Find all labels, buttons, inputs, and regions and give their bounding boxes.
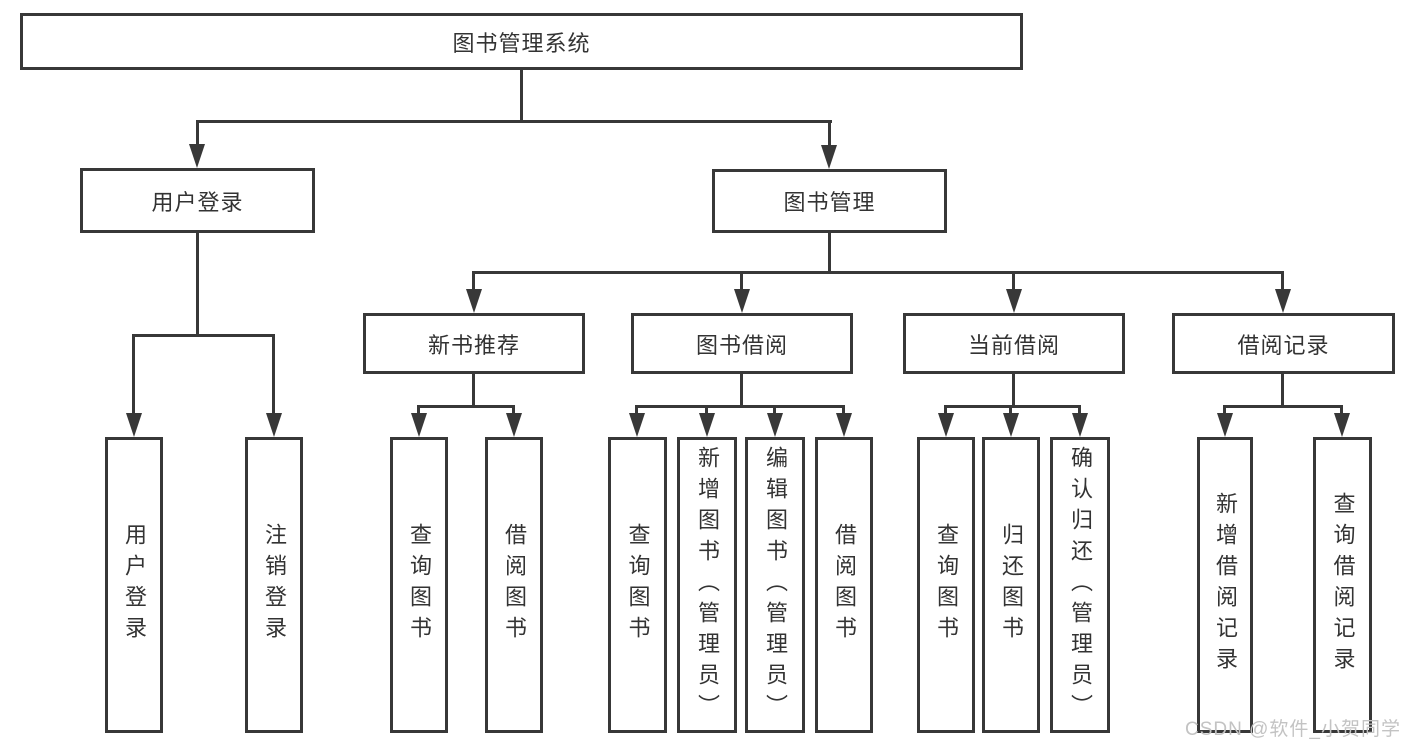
- leaf-user-login-label: 用户登录: [122, 523, 147, 647]
- connector-line: [828, 120, 831, 148]
- leaf-return-books: 归还图书: [982, 437, 1040, 733]
- connector-line: [1281, 374, 1284, 407]
- connector-line: [1223, 405, 1343, 408]
- leaf-return-books-label: 归还图书: [999, 523, 1024, 647]
- arrowhead-icon: [1006, 289, 1022, 313]
- connector-line: [472, 271, 1284, 274]
- arrowhead-icon: [466, 289, 482, 313]
- node-borrowing-records: 借阅记录: [1172, 313, 1395, 374]
- arrowhead-icon: [1334, 413, 1350, 437]
- connector-line: [944, 405, 1081, 408]
- arrowhead-icon: [1003, 413, 1019, 437]
- node-library-system-label: 图书管理系统: [452, 30, 591, 56]
- leaf-add-borrow-record: 新增借阅记录: [1197, 437, 1253, 733]
- leaf-query-books-recommend: 查询图书: [390, 437, 448, 733]
- arrowhead-icon: [836, 413, 852, 437]
- leaf-add-books-admin-label: 新增图书（管理员）: [695, 445, 720, 725]
- leaf-borrow-books: 借阅图书: [815, 437, 873, 733]
- leaf-user-login: 用户登录: [105, 437, 163, 733]
- leaf-query-books-borrow-label: 查询图书: [625, 523, 651, 647]
- connector-line: [635, 405, 845, 408]
- leaf-borrow-books-label: 借阅图书: [832, 523, 857, 647]
- connector-line: [417, 405, 515, 408]
- connector-line: [472, 271, 475, 291]
- leaf-add-books-admin: 新增图书（管理员）: [677, 437, 737, 733]
- node-user-login-label: 用户登录: [151, 189, 244, 215]
- node-book-borrowing-label: 图书借阅: [695, 332, 788, 358]
- arrowhead-icon: [266, 413, 282, 437]
- connector-line: [1340, 405, 1343, 417]
- node-library-system: 图书管理系统: [20, 13, 1023, 70]
- node-current-borrowing: 当前借阅: [903, 313, 1125, 374]
- leaf-query-books-borrow: 查询图书: [608, 437, 667, 733]
- arrowhead-icon: [506, 413, 522, 437]
- node-user-login: 用户登录: [80, 168, 315, 233]
- connector-line: [944, 405, 947, 417]
- connector-line: [512, 405, 515, 417]
- connector-line: [520, 70, 523, 120]
- node-book-management: 图书管理: [712, 169, 947, 233]
- connector-line: [132, 334, 275, 337]
- node-new-book-recommend-label: 新书推荐: [427, 332, 520, 358]
- arrowhead-icon: [821, 145, 837, 169]
- leaf-logout: 注销登录: [245, 437, 303, 733]
- connector-line: [828, 233, 831, 273]
- node-current-borrowing-label: 当前借阅: [967, 332, 1060, 358]
- connector-line: [196, 120, 832, 123]
- leaf-logout-label: 注销登录: [262, 523, 287, 647]
- arrowhead-icon: [734, 289, 750, 313]
- arrowhead-icon: [189, 144, 205, 168]
- connector-line: [1281, 271, 1284, 291]
- connector-line: [635, 405, 638, 417]
- leaf-confirm-return-admin-label: 确认归还（管理员）: [1068, 445, 1093, 725]
- node-new-book-recommend: 新书推荐: [363, 313, 585, 374]
- arrowhead-icon: [411, 413, 427, 437]
- connector-line: [472, 374, 475, 407]
- connector-line: [196, 233, 199, 336]
- arrowhead-icon: [767, 413, 783, 437]
- leaf-query-books-recommend-label: 查询图书: [407, 523, 432, 647]
- arrowhead-icon: [126, 413, 142, 437]
- connector-line: [1009, 405, 1012, 417]
- leaf-query-borrow-record-label: 查询借阅记录: [1330, 492, 1356, 678]
- connector-line: [740, 271, 743, 291]
- leaf-edit-books-admin-label: 编辑图书（管理员）: [763, 445, 788, 725]
- leaf-confirm-return-admin: 确认归还（管理员）: [1050, 437, 1110, 733]
- leaf-query-books-current: 查询图书: [917, 437, 975, 733]
- arrowhead-icon: [938, 413, 954, 437]
- node-book-borrowing: 图书借阅: [631, 313, 853, 374]
- leaf-query-books-current-label: 查询图书: [934, 523, 959, 647]
- arrowhead-icon: [699, 413, 715, 437]
- leaf-edit-books-admin: 编辑图书（管理员）: [745, 437, 805, 733]
- leaf-add-borrow-record-label: 新增借阅记录: [1213, 492, 1238, 678]
- connector-line: [842, 405, 845, 417]
- connector-line: [1012, 374, 1015, 407]
- connector-line: [1223, 405, 1226, 417]
- connector-line: [773, 405, 776, 417]
- connector-line: [1078, 405, 1081, 417]
- arrowhead-icon: [629, 413, 645, 437]
- connector-line: [1012, 271, 1015, 291]
- connector-line: [132, 334, 135, 416]
- connector-line: [705, 405, 708, 417]
- connector-line: [740, 374, 743, 407]
- arrowhead-icon: [1217, 413, 1233, 437]
- arrowhead-icon: [1072, 413, 1088, 437]
- connector-line: [196, 120, 199, 148]
- node-borrowing-records-label: 借阅记录: [1237, 332, 1330, 358]
- leaf-query-borrow-record: 查询借阅记录: [1313, 437, 1372, 733]
- connector-line: [417, 405, 420, 417]
- leaf-borrow-books-recommend: 借阅图书: [485, 437, 543, 733]
- node-book-management-label: 图书管理: [783, 190, 876, 215]
- arrowhead-icon: [1275, 289, 1291, 313]
- csdn-watermark: CSDN @软件_小贺同学: [1185, 719, 1401, 740]
- connector-line: [272, 334, 275, 416]
- leaf-borrow-books-recommend-label: 借阅图书: [502, 523, 527, 647]
